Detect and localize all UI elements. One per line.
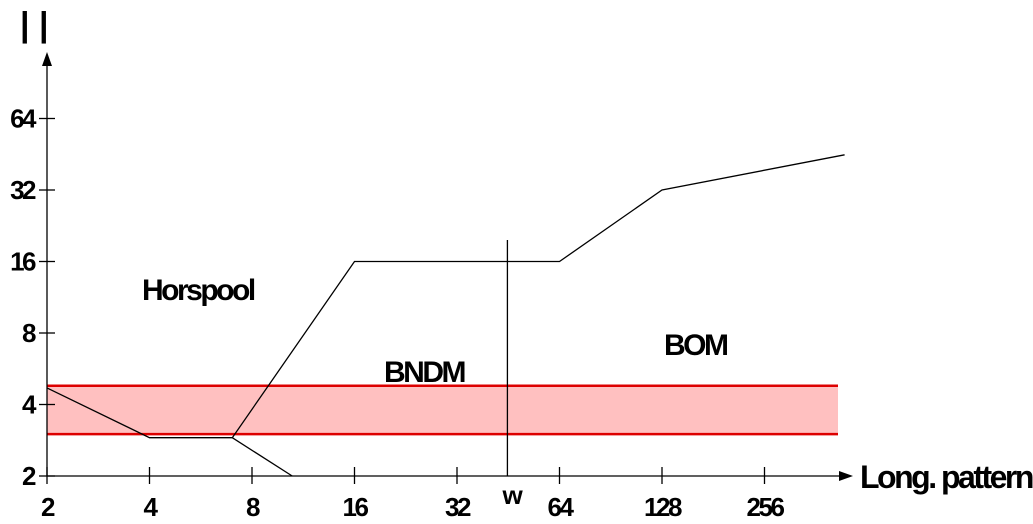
y-tick-label-2: 2	[22, 461, 36, 491]
axes	[42, 52, 853, 481]
region-label-bndm: BNDM	[384, 356, 464, 389]
y-tick-label-32: 32	[10, 175, 36, 205]
x-tick-label-32: 32	[445, 492, 471, 522]
region-label-bom: BOM	[664, 329, 727, 362]
x-ticks: 2 4 8 16 32 64 128 256 w	[41, 467, 787, 522]
x-tick-label-2: 2	[41, 492, 55, 522]
x-marker-label-w: w	[502, 480, 524, 510]
y-axis-arrow	[42, 52, 52, 66]
x-tick-label-4: 4	[144, 492, 159, 522]
y-tick-label-16: 16	[10, 247, 36, 277]
y-tick-label-64: 64	[10, 104, 37, 134]
x-tick-label-256: 256	[747, 492, 785, 522]
series-lines	[46, 154, 845, 477]
y-tick-label-8: 8	[22, 318, 36, 348]
x-axis-title: Long. pattern	[860, 459, 1033, 495]
highlight-band	[47, 384, 838, 436]
y-axis-title-marks: | |	[20, 6, 48, 44]
region-label-horspool: Horspool	[142, 274, 255, 307]
x-tick-label-64: 64	[548, 492, 575, 522]
series-line-horspool-lower-boundary	[231, 437, 293, 477]
series-line-horspool-bndm-boundary	[46, 154, 845, 439]
band-fill	[47, 385, 838, 435]
x-tick-label-128: 128	[644, 492, 682, 522]
x-axis-arrow	[839, 471, 853, 481]
y-tick-label-4: 4	[22, 390, 37, 420]
x-tick-label-8: 8	[246, 492, 260, 522]
x-tick-label-16: 16	[343, 492, 369, 522]
